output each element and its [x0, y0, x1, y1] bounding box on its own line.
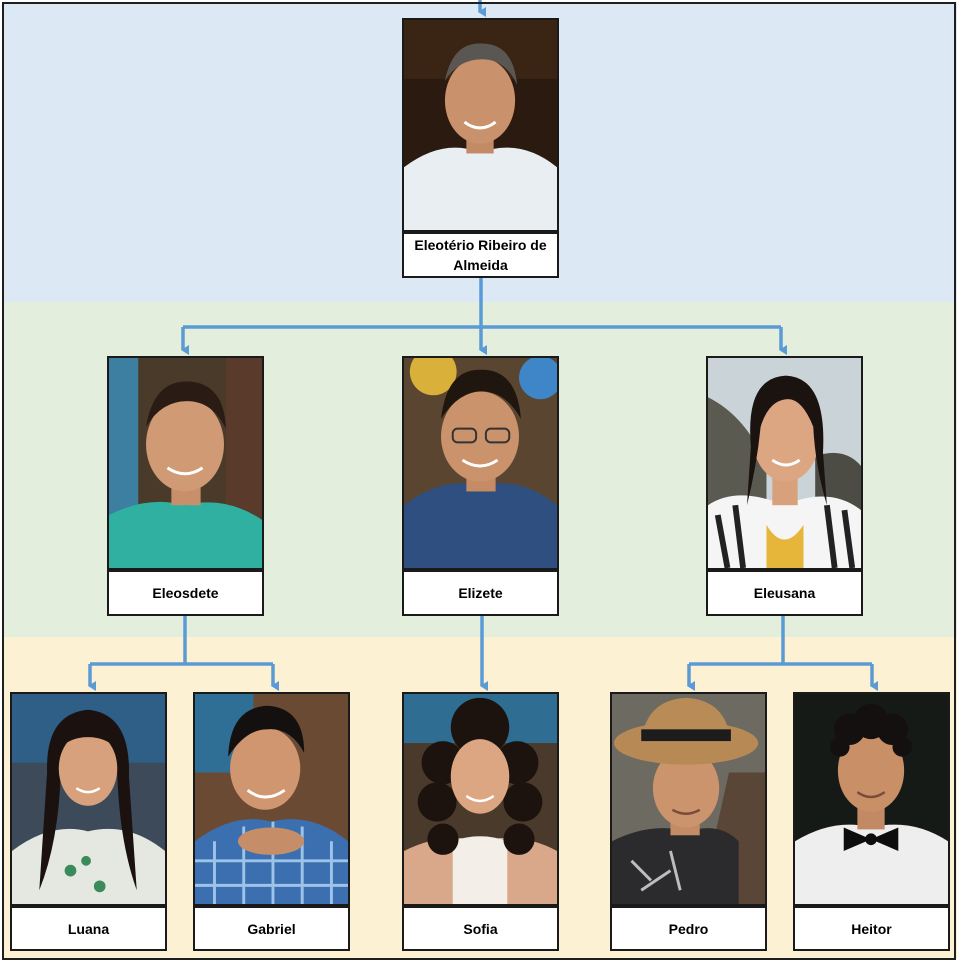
grandchild-name-label-heitor: Heitor [793, 906, 950, 951]
grandchild-name-label-sofia: Sofia [402, 906, 559, 951]
grandchild-photo-pedro [610, 692, 767, 906]
grandchild-name-label-luana: Luana [10, 906, 167, 951]
root-photo [402, 18, 559, 232]
child-photo-elizete [402, 356, 559, 570]
grandchild-photo-luana [10, 692, 167, 906]
child-name-label-elizete: Elizete [402, 570, 559, 616]
child-photo-eleusana [706, 356, 863, 570]
grandchild-photo-sofia [402, 692, 559, 906]
child-name-label-eleosdete: Eleosdete [107, 570, 264, 616]
grandchild-name-label-gabriel: Gabriel [193, 906, 350, 951]
grandchild-photo-heitor [793, 692, 950, 906]
child-name-label-eleusana: Eleusana [706, 570, 863, 616]
child-photo-eleosdete [107, 356, 264, 570]
root-name-label: Eleotério Ribeiro de Almeida [402, 232, 559, 278]
grandchild-name-label-pedro: Pedro [610, 906, 767, 951]
grandchild-photo-gabriel [193, 692, 350, 906]
